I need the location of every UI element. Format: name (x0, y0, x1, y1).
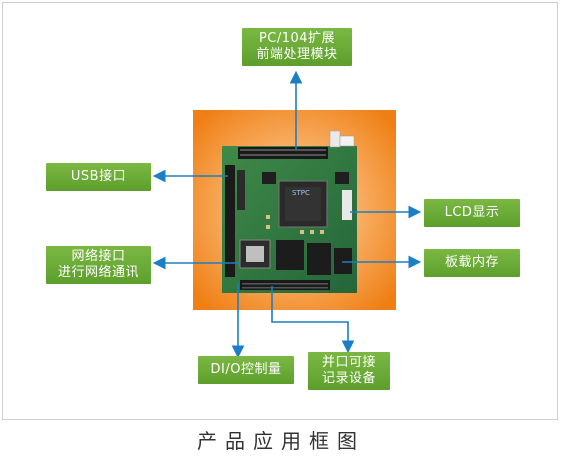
label-usb: USB接口 (46, 163, 151, 191)
diagram-caption: 产品应用框图 (197, 429, 365, 453)
label-pc104-line2: 前端处理模块 (256, 47, 338, 62)
label-pc104-line1: PC/104扩展 (258, 31, 336, 46)
label-dio: DI/O控制量 (198, 356, 294, 384)
label-network-line1: 网络接口 (71, 249, 126, 264)
label-parallel: 并口可接 记录设备 (308, 352, 390, 390)
label-dio-text: DI/O控制量 (210, 362, 282, 377)
label-network: 网络接口 进行网络通讯 (46, 246, 151, 284)
label-parallel-line2: 记录设备 (321, 371, 376, 386)
label-usb-text: USB接口 (70, 169, 127, 184)
label-network-line2: 进行网络通讯 (57, 265, 139, 280)
label-memory-text: 板载内存 (444, 255, 499, 270)
label-pc104: PC/104扩展 前端处理模块 (242, 28, 352, 66)
arrow-parallel (271, 286, 355, 354)
svg-text:STPC: STPC (292, 189, 310, 197)
label-memory: 板载内存 (424, 249, 520, 277)
label-parallel-line1: 并口可接 (321, 355, 376, 370)
label-lcd-text: LCD显示 (444, 205, 500, 220)
pcb-board: STPC (222, 130, 357, 293)
label-lcd: LCD显示 (424, 199, 520, 227)
